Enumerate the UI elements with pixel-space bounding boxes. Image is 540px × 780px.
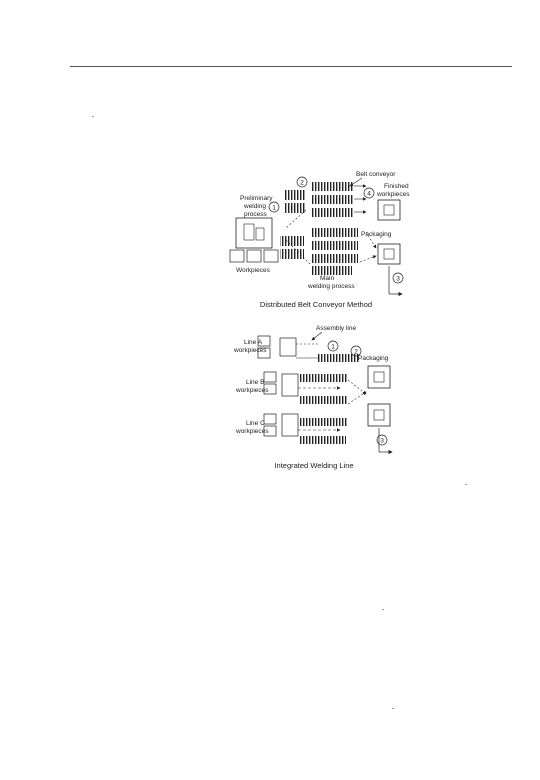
packaging-box (377, 243, 401, 265)
belt-conveyor (312, 228, 358, 237)
step-marker (296, 176, 308, 188)
belt-conveyor (312, 208, 354, 217)
figure-caption: Distributed Belt Conveyor Method (260, 300, 372, 309)
bottom-diagram: Assembly line Packaging Line A workpiece… (233, 325, 393, 470)
welding-station (279, 337, 297, 357)
step-marker (376, 434, 388, 446)
label-line-b-workpieces: workpieces (235, 387, 269, 394)
svg-text:3: 3 (380, 438, 384, 445)
step-marker (350, 345, 362, 357)
svg-text:2: 2 (300, 180, 304, 187)
label-workpieces: Workpieces (236, 267, 271, 274)
assembly-belt (300, 396, 348, 404)
packaging-box (367, 365, 391, 389)
belt-conveyor (312, 266, 352, 275)
scan-speck (92, 116, 94, 117)
belt-segment (280, 249, 304, 259)
belt-conveyor (312, 182, 354, 191)
assembly-belt (300, 418, 348, 426)
belt-conveyor (312, 195, 354, 204)
step-marker (268, 201, 280, 213)
assembly-belt (300, 374, 348, 382)
workpiece-station (235, 217, 273, 249)
workpiece-box (246, 249, 262, 263)
label-belt-conveyor: Belt conveyor (356, 171, 396, 178)
label-finished: Finished (384, 183, 409, 190)
scan-speck (465, 484, 467, 485)
assembly-belt (318, 354, 360, 362)
finished-box (377, 199, 401, 221)
svg-text:2: 2 (354, 349, 358, 356)
packaging-box (367, 403, 391, 427)
belt-conveyor (312, 241, 358, 250)
belt-conveyor (312, 254, 358, 263)
figure-caption: Integrated Welding Line (274, 461, 353, 470)
step-marker (363, 187, 375, 199)
label-process: process (244, 211, 268, 218)
belt-segment (284, 203, 306, 213)
label-line-c: Line C (246, 420, 265, 427)
assembly-belt (300, 436, 346, 444)
scan-speck (382, 609, 384, 610)
top-diagram: Belt conveyor Finished workpieces Prelim… (229, 171, 410, 309)
label-welding: welding (243, 203, 266, 210)
belt-segment (284, 190, 306, 200)
welding-station (281, 373, 299, 397)
label-line-c-workpieces: workpieces (235, 428, 269, 435)
header-rule (70, 66, 512, 67)
workpiece-box (263, 249, 279, 263)
svg-text:4: 4 (367, 191, 371, 198)
svg-text:3: 3 (396, 276, 400, 283)
label-main-welding: welding process (307, 283, 355, 290)
label-main: Main (320, 275, 334, 282)
label-line-a: Line A (244, 339, 263, 346)
step-marker (327, 340, 339, 352)
label-packaging: Packaging (358, 355, 389, 362)
belt-segment (280, 236, 304, 246)
label-finished-workpieces: workpieces (376, 191, 410, 198)
scan-speck (392, 708, 394, 709)
label-line-b: Line B (246, 379, 264, 386)
step-marker (392, 272, 404, 284)
workpiece-box (229, 249, 245, 263)
welding-station (281, 413, 299, 437)
svg-text:1: 1 (272, 205, 276, 212)
label-preliminary: Preliminary (240, 195, 273, 202)
label-packaging: Packaging (361, 231, 392, 238)
label-line-a-workpieces: workpieces (233, 347, 267, 354)
svg-text:1: 1 (331, 344, 335, 351)
label-assembly-line: Assembly line (316, 325, 356, 332)
